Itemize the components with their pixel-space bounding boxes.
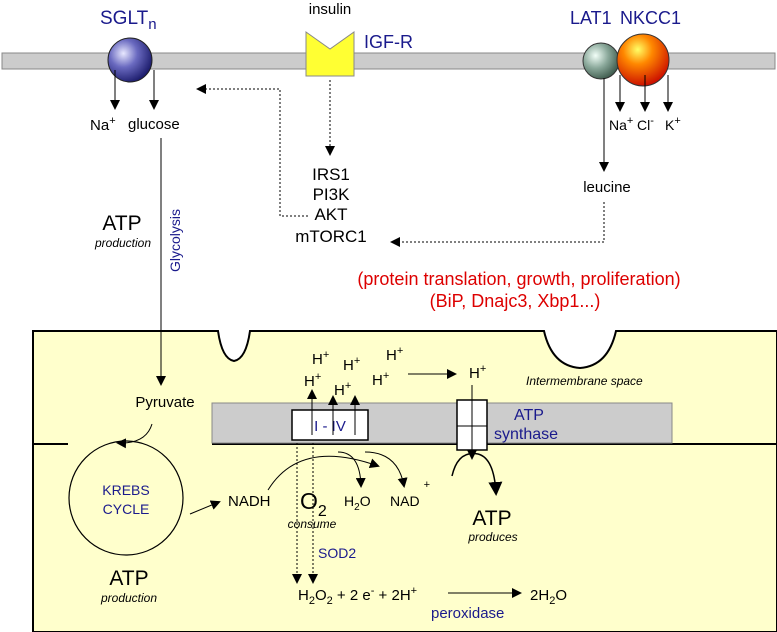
nkcc1-transporter xyxy=(616,33,670,87)
nadh-label: NADH xyxy=(228,493,271,510)
lat1-transporter xyxy=(582,42,620,80)
equation-product: 2H2O xyxy=(530,587,567,607)
na-ion-right: Na+ xyxy=(609,115,633,133)
krebs-label-1: KREBS xyxy=(102,482,149,498)
krebs-label-2: CYCLE xyxy=(103,501,150,517)
red-outcome-line1: (protein translation, growth, proliferat… xyxy=(357,269,680,289)
complex-i-iv-label: I - IV xyxy=(314,418,346,435)
h-plus-1: H+ xyxy=(312,349,329,368)
h2o-label: H2O xyxy=(344,493,371,513)
h-plus-2: H+ xyxy=(343,355,360,374)
intermembrane-label: Intermembrane space xyxy=(526,374,643,388)
h-plus-3: H+ xyxy=(386,345,403,364)
equation-reactants: H2O2 + 2 e- + 2H+ xyxy=(298,585,417,607)
signal-irs1: IRS1 xyxy=(312,165,350,184)
na-ion-left: Na+ xyxy=(90,115,116,134)
arrow-to-nad xyxy=(364,451,408,488)
igf-receptor xyxy=(305,31,355,77)
signal-akt: AKT xyxy=(314,205,347,224)
sglt-label: SGLTn xyxy=(100,8,157,33)
inner-membrane-band xyxy=(211,402,673,444)
cl-ion: Cl- xyxy=(637,115,654,133)
production-left-label: production xyxy=(94,236,151,250)
h-plus-6: H+ xyxy=(372,370,389,389)
atp-synthase-label-2: synthase xyxy=(494,426,558,443)
igf-r-label: IGF-R xyxy=(364,32,413,52)
cell-membrane xyxy=(1,52,776,70)
produces-label: produces xyxy=(467,530,517,544)
leucine-label: leucine xyxy=(583,179,631,196)
glucose-label: glucose xyxy=(128,116,180,133)
production-bottom-label: production xyxy=(100,591,157,605)
arrow-krebs-nadh xyxy=(189,500,221,515)
arrow-synthase-atp xyxy=(451,452,503,496)
arrow-to-h2o xyxy=(337,451,366,488)
arrow-leucine-to-mtorc1 xyxy=(390,202,605,247)
arrow-akt-to-glucose xyxy=(196,84,308,217)
signal-pi3k: PI3K xyxy=(313,185,351,204)
consume-label: consume xyxy=(288,517,337,531)
signal-mtorc1: mTORC1 xyxy=(295,227,366,246)
h-plus-5: H+ xyxy=(334,380,351,399)
atp-left-label: ATP xyxy=(102,212,141,235)
h-plus-4: H+ xyxy=(304,371,321,390)
sglt-transporter xyxy=(107,37,153,83)
glycolysis-label: Glycolysis xyxy=(167,209,183,272)
h-plus-7: H+ xyxy=(469,363,486,382)
arrow-nadh-to-complex xyxy=(267,455,380,491)
nkcc1-label: NKCC1 xyxy=(620,8,681,28)
lat1-label: LAT1 xyxy=(570,8,612,28)
atp-synthase-label-1: ATP xyxy=(514,407,544,424)
nad-label: NAD+ xyxy=(390,479,430,509)
peroxidase-label: peroxidase xyxy=(431,605,504,622)
pyruvate-label: Pyruvate xyxy=(135,394,194,411)
atp-produced-label: ATP xyxy=(472,507,511,530)
insulin-label: insulin xyxy=(309,1,352,18)
sod2-label: SOD2 xyxy=(318,545,356,561)
arrow-pyruvate-krebs xyxy=(116,423,153,449)
atp-bottom-label: ATP xyxy=(109,567,148,590)
red-outcome-line2: (BiP, Dnajc3, Xbp1...) xyxy=(430,291,601,311)
k-ion: K+ xyxy=(665,115,681,133)
